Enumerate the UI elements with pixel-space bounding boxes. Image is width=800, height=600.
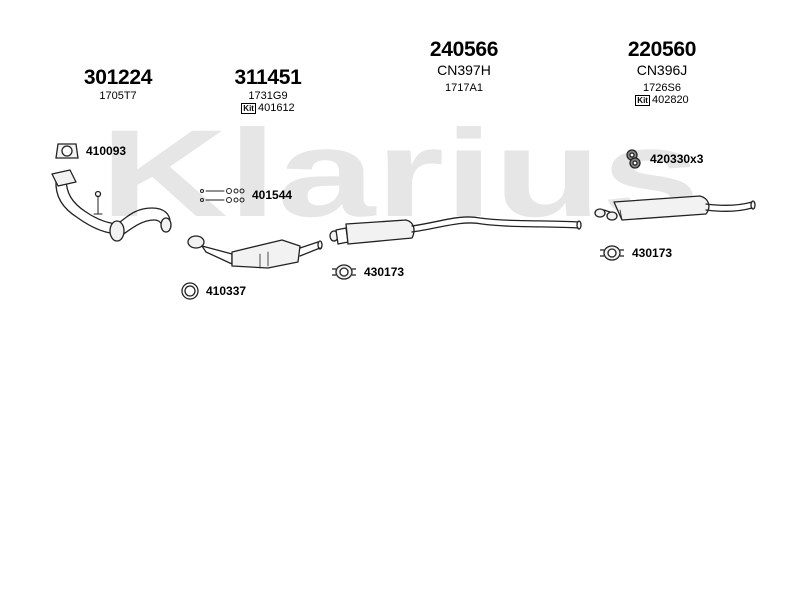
part-number: 311451 xyxy=(234,66,302,89)
accessory-clamp-mid: 430173 xyxy=(330,262,404,282)
part-code: CN397H xyxy=(437,62,491,78)
part-ref: 1726S6 xyxy=(643,82,681,94)
accessory-number: 420330x3 xyxy=(650,152,704,166)
clamp-icon xyxy=(332,264,356,280)
accessory-ring-gasket: 410337 xyxy=(180,281,246,301)
kit-badge: Kit xyxy=(241,102,256,114)
part-code: CN396J xyxy=(636,62,688,78)
accessory-number: 430173 xyxy=(632,246,673,260)
part-column-1: 301224 1705T7 xyxy=(78,66,158,102)
accessory-number: 410093 xyxy=(86,144,127,158)
kit-number: 401612 xyxy=(257,102,295,114)
part-column-4: 220560 CN396J 1726S6 Kit 402820 xyxy=(616,38,708,106)
accessory-clamp-rear: 430173 xyxy=(598,243,672,263)
part-number: 240566 xyxy=(429,38,499,61)
part-ref: 1705T7 xyxy=(99,90,137,102)
ring-icon xyxy=(181,282,199,300)
clamp-icon xyxy=(600,245,624,261)
part-column-3: 240566 CN397H 1717A1 xyxy=(418,38,510,94)
accessory-number: 410337 xyxy=(206,284,247,298)
catalytic-converter-icon xyxy=(187,235,323,269)
bolt-kit-icon xyxy=(200,188,245,203)
rubber-mount-icon xyxy=(626,149,641,169)
kit-row: Kit 401612 xyxy=(226,102,310,114)
accessory-bolt-kit: 401544 xyxy=(252,188,292,202)
accessory-number: 401544 xyxy=(252,188,293,202)
kit-row: Kit 402820 xyxy=(616,94,708,106)
front-pipe-icon xyxy=(51,169,172,242)
accessory-number: 430173 xyxy=(364,265,405,279)
part-ref: 1717A1 xyxy=(445,82,483,94)
kit-number: 402820 xyxy=(651,94,689,106)
rear-silencer-icon xyxy=(594,195,756,221)
kit-badge: Kit xyxy=(635,94,650,106)
accessory-rubber-mount: 420330x3 xyxy=(624,148,703,170)
part-number: 220560 xyxy=(627,38,697,61)
part-ref: 1731G9 xyxy=(248,90,288,102)
clamp-icon xyxy=(55,143,79,159)
centre-silencer-icon xyxy=(329,216,582,245)
part-number: 301224 xyxy=(83,66,153,89)
part-column-2: 311451 1731G9 Kit 401612 xyxy=(226,66,310,114)
accessory-clamp-front: 410093 xyxy=(54,140,126,162)
